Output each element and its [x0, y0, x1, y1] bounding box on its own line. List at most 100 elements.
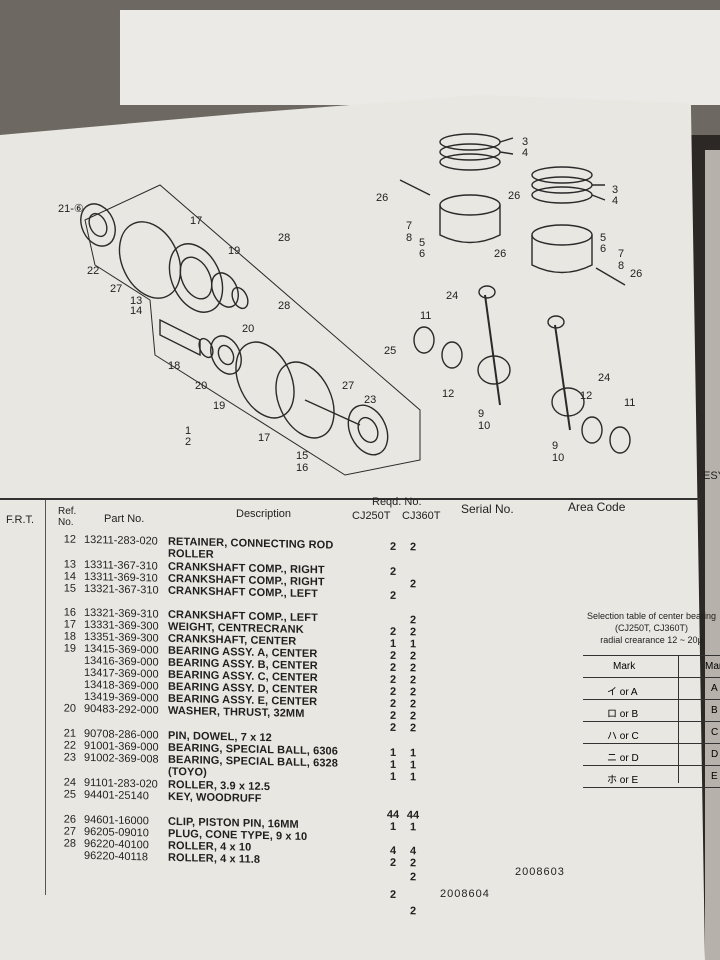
qty-cj360t: 4 [409, 845, 417, 858]
qty-cj360t: 2 [409, 857, 417, 870]
ref-number: 14 [63, 570, 76, 583]
column-divider-frt [45, 500, 46, 895]
callout-label: 26 [630, 268, 643, 280]
callout-label: 1 [185, 425, 192, 437]
selection-column-divider [678, 655, 679, 783]
ref-number: 19 [63, 642, 76, 655]
ref-number: 20 [63, 702, 76, 715]
callout-label: 27 [342, 380, 355, 392]
callout-label: 5 [419, 237, 426, 249]
catalog-page [0, 95, 705, 960]
qty-cj360t: 2 [409, 541, 417, 554]
callout-label: 20 [195, 380, 208, 392]
callout-label: 22 [87, 265, 100, 277]
callout-label: 3 [612, 184, 619, 196]
qty-cj360t: 2 [409, 905, 417, 918]
callout-label: 18 [168, 360, 181, 372]
callout-label: 19 [228, 245, 241, 257]
serial-code: 2008603 [515, 866, 565, 878]
header-description: Description [236, 508, 292, 520]
header-part-no: Part No. [104, 513, 145, 525]
selection-mark-2: B [711, 705, 718, 716]
qty-cj360t: 2 [409, 710, 417, 723]
part-description: ROLLER, 4 x 11.8 [168, 851, 261, 866]
callout-label: 14 [130, 305, 143, 317]
selection-mark: ハ or C [607, 731, 639, 742]
qty-cj360t: 44 [406, 809, 420, 822]
qty-cj250t: 2 [389, 540, 397, 553]
part-number: 13321-367-310 [84, 582, 159, 597]
callout-label: 17 [258, 432, 271, 444]
qty-cj360t: 2 [409, 674, 417, 687]
part-number: 90483-292-000 [84, 702, 159, 717]
qty-cj250t: 2 [389, 565, 397, 578]
qty-cj360t: 1 [409, 747, 417, 760]
callout-label: 8 [618, 260, 625, 272]
part-number: 13211-283-020 [84, 533, 158, 548]
serial-code: 2008604 [440, 888, 490, 900]
callout-label: 4 [612, 195, 619, 207]
part-number: 96220-40118 [84, 849, 149, 864]
callout-label: 11 [624, 397, 636, 409]
ref-number: 26 [63, 813, 76, 826]
qty-cj360t: 2 [409, 626, 417, 639]
qty-cj360t: 2 [409, 698, 417, 711]
selection-mark: ロ or B [607, 709, 639, 720]
ref-number: 21 [63, 727, 76, 740]
table-top-rule [0, 498, 700, 500]
callout-label: 6 [600, 243, 607, 255]
selection-mark-2: D [711, 749, 719, 760]
selection-mark: ニ or D [607, 753, 639, 764]
qty-cj360t: 1 [409, 771, 417, 784]
selection-row: ニ or D D [583, 744, 720, 766]
callout-label: ESY [703, 470, 720, 482]
qty-cj250t: 2 [389, 625, 397, 638]
callout-label: 10 [478, 420, 491, 432]
callout-label: 28 [278, 300, 291, 312]
ref-number: 24 [63, 776, 76, 789]
header-model-cj250t: CJ250T [352, 510, 391, 522]
callout-label: 15 [296, 450, 309, 462]
facing-page-edge [705, 150, 720, 960]
callout-label: 5 [600, 232, 607, 244]
qty-cj250t: 2 [389, 685, 397, 698]
part-description: ROLLER [168, 547, 214, 561]
selection-header-row: Mark Mark [583, 656, 720, 678]
qty-cj360t: 2 [409, 662, 417, 675]
qty-cj250t: 2 [389, 661, 397, 674]
qty-cj250t: 2 [389, 589, 397, 602]
selection-mark: ホ or E [607, 775, 639, 786]
callout-label: 17 [190, 215, 203, 227]
selection-row: ハ or C C [583, 722, 720, 744]
callout-label: 26 [494, 248, 507, 260]
callout-label: 26 [376, 192, 389, 204]
qty-cj250t: 1 [389, 758, 397, 771]
callout-label: 12 [442, 388, 455, 400]
qty-cj360t: 2 [409, 686, 417, 699]
selection-row: ロ or B B [583, 700, 720, 722]
callout-label: 24 [446, 290, 459, 302]
header-serial-no: Serial No. [461, 502, 514, 516]
qty-cj360t: 2 [409, 614, 417, 627]
ref-number: 28 [63, 837, 76, 850]
qty-cj250t: 1 [389, 770, 397, 783]
callout-label: 21-⑥ [58, 203, 84, 215]
selection-mark-2: C [711, 727, 719, 738]
ref-number: 15 [63, 582, 76, 595]
callout-label: 13 [130, 295, 143, 307]
callout-label: 12 [580, 390, 593, 402]
ref-number: 27 [63, 825, 76, 838]
background-paper [120, 10, 720, 105]
ref-number: 25 [63, 788, 76, 801]
header-model-cj360t: CJ360T [402, 510, 441, 522]
part-number: 94401-25140 [84, 788, 149, 803]
qty-cj250t: 4 [389, 844, 397, 857]
header-area-code: Area Code [568, 500, 626, 514]
callout-label: 23 [364, 394, 377, 406]
callout-label: 19 [213, 400, 226, 412]
callout-label: 16 [296, 462, 309, 474]
callout-label: 6 [419, 248, 426, 260]
